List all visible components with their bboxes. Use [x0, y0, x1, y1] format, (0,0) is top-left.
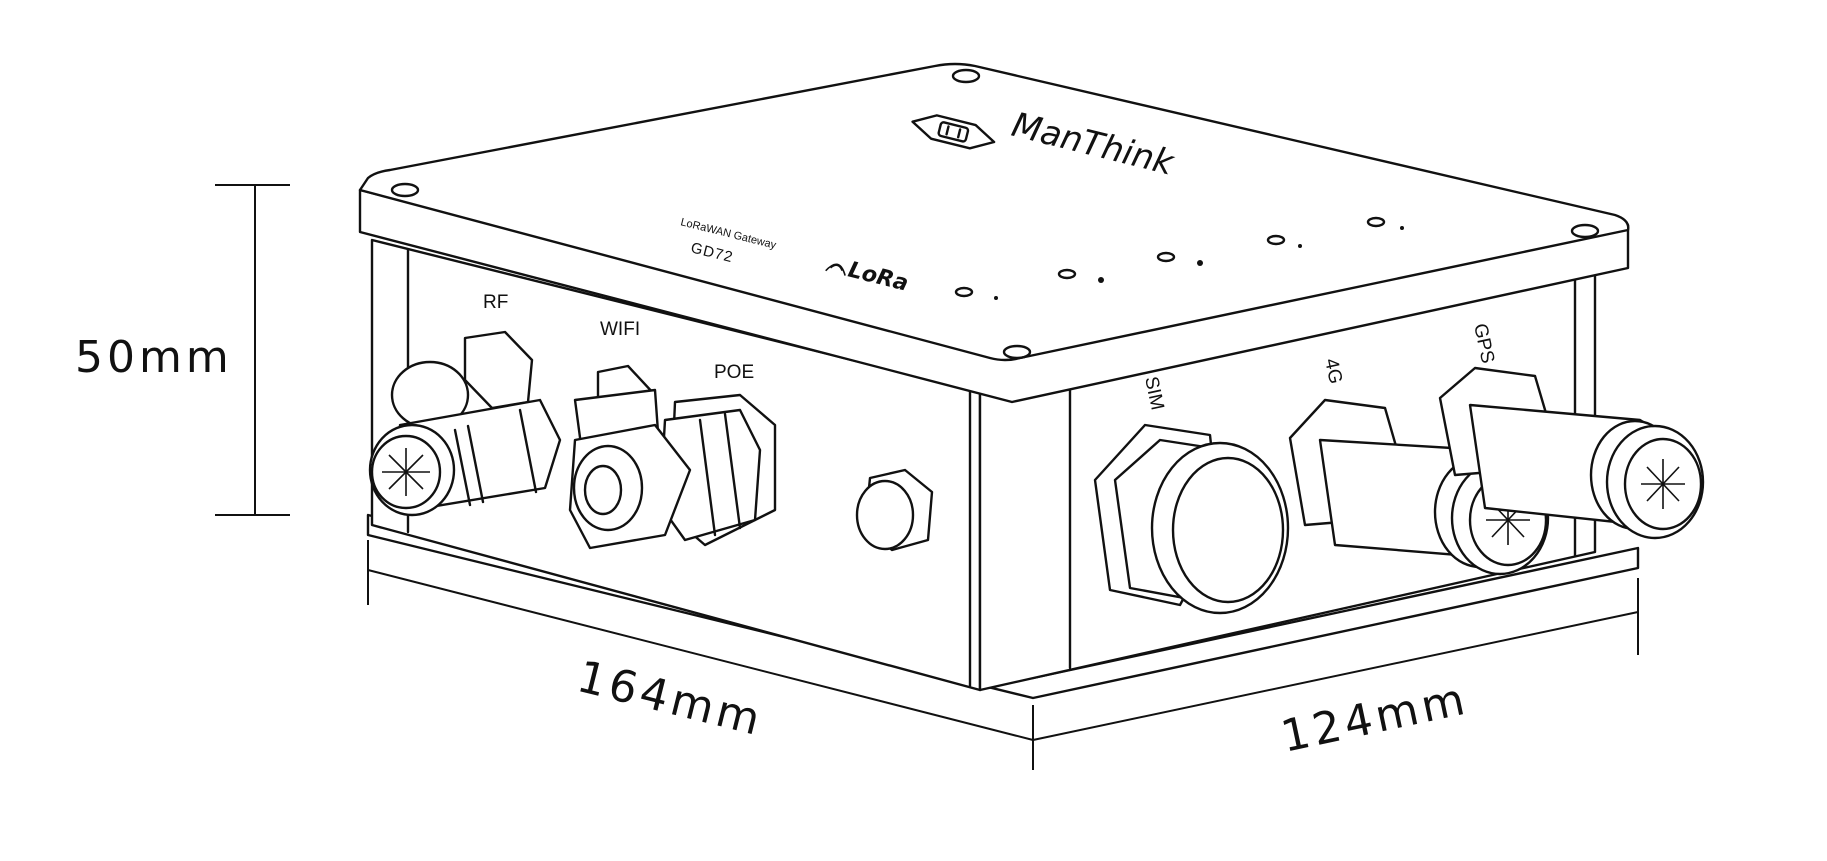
height-dimension-line [215, 184, 290, 516]
port-label-4g: 4G [1320, 357, 1346, 386]
manthink-logo-icon [911, 114, 996, 150]
led-indicators [954, 216, 1404, 300]
width-dimension-line [1032, 578, 1639, 741]
enclosure-body [358, 62, 1640, 700]
gps-antenna-connector-icon [1438, 366, 1705, 540]
rf-antenna-connector-icon [368, 330, 562, 517]
port-label-wifi: WIFI [600, 319, 640, 340]
poe-cable-gland-icon [568, 393, 777, 550]
height-dimension-label: 50mm [75, 332, 233, 383]
vent-plug-icon [855, 468, 934, 552]
port-label-rf: RF [483, 292, 508, 313]
port-label-poe: POE [714, 362, 754, 383]
width-dimension-label: 124mm [1277, 673, 1473, 762]
length-dimension-line [367, 540, 1034, 770]
sim-card-cap-icon [1093, 423, 1290, 615]
